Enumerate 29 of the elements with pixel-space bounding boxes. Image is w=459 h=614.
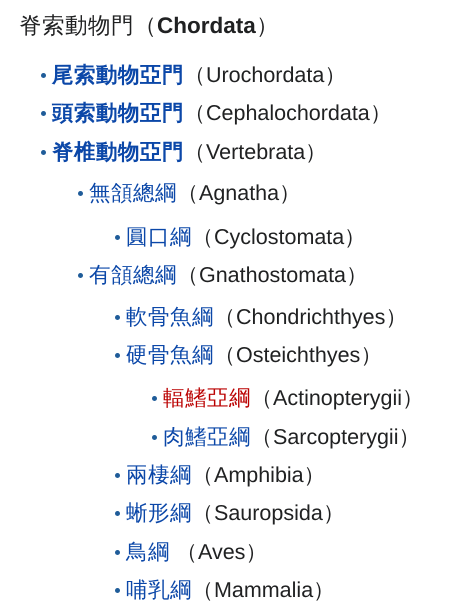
taxon-link: 哺乳綱 xyxy=(126,577,192,604)
taxon-link: 蜥形綱 xyxy=(126,500,192,527)
latin-name: （Agnatha） xyxy=(177,180,302,207)
latin-name: （Cyclostomata） xyxy=(192,224,366,251)
latin-name: （Urochordata） xyxy=(184,62,346,89)
latin-name: （Vertebrata） xyxy=(184,139,328,166)
latin-name: （Aves） xyxy=(176,539,268,566)
taxon-link: 有頷總綱 xyxy=(89,262,177,289)
taxon-link: 兩棲綱 xyxy=(126,462,192,489)
taxon-link: 無頷總綱 xyxy=(89,180,177,207)
latin-name: （Chondrichthyes） xyxy=(214,304,408,331)
latin-name: （Sarcopterygii） xyxy=(251,424,420,451)
taxon-link: 尾索動物亞門 xyxy=(52,62,184,89)
page-title: 脊索動物門（Chordata） xyxy=(19,12,279,40)
latin-name: （Osteichthyes） xyxy=(214,342,382,369)
latin-name: （Gnathostomata） xyxy=(177,262,368,289)
taxon-link: 硬骨魚綱 xyxy=(126,342,214,369)
taxon-link: 脊椎動物亞門 xyxy=(52,139,184,166)
taxon-link: 肉鰭亞綱 xyxy=(163,424,251,451)
latin-name: （Actinopterygii） xyxy=(251,385,424,412)
latin-name: （Amphibia） xyxy=(192,462,326,489)
latin-name: （Cephalochordata） xyxy=(184,100,392,127)
taxon-link: 圓口綱 xyxy=(126,224,192,251)
taxon-link: 軟骨魚綱 xyxy=(126,304,214,331)
taxon-link: 鳥綱 xyxy=(126,539,170,566)
latin-name: （Mammalia） xyxy=(192,577,336,604)
taxon-link: 輻鰭亞綱 xyxy=(163,385,251,412)
latin-name: （Sauropsida） xyxy=(192,500,345,527)
taxon-link: 頭索動物亞門 xyxy=(52,100,184,127)
